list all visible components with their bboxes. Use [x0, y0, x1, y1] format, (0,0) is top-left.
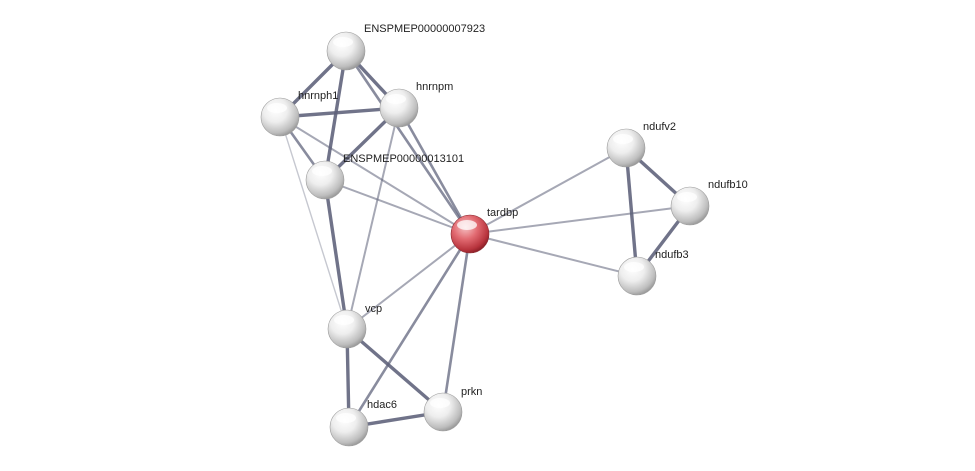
edge-ndufv2-ndufb3[interactable] [624, 146, 639, 278]
node-highlight [312, 166, 332, 176]
node-hnrnph1[interactable]: hnrnph1 [260, 90, 338, 137]
edge-tardbp-ndufb3[interactable] [469, 233, 638, 277]
node-label: hnrnph1 [298, 90, 338, 102]
node-label: tardbp [487, 207, 518, 219]
edge-ENSPMEP00000013101-vcp[interactable] [323, 178, 349, 331]
node-vcp[interactable]: vcp [327, 303, 382, 349]
node-layer: ENSPMEP00000007923 hnrnpm hnrnph1ENSPMEP00… [260, 23, 748, 447]
node-ENSPMEP00000013101[interactable]: ENSPMEP00000013101 [305, 153, 464, 200]
node-highlight [267, 103, 287, 113]
node-label: ENSPMEP00000007923 [364, 23, 485, 35]
node-ndufb10[interactable]: ndufb10 [670, 179, 748, 226]
edge-hnrnph1-vcp[interactable] [279, 116, 348, 330]
edge-tardbp-vcp[interactable] [346, 233, 471, 330]
node-highlight [334, 315, 354, 325]
node-ndufv2[interactable]: ndufv2 [606, 121, 676, 168]
node-ndufb3[interactable]: ndufb3 [617, 249, 689, 296]
edge-ENSPMEP00000007923-tardbp[interactable] [344, 49, 472, 236]
node-hdac6[interactable]: hdac6 [329, 399, 397, 447]
edge-vcp-prkn[interactable] [345, 327, 445, 414]
node-highlight [624, 262, 644, 272]
node-tardbp[interactable]: tardbp [450, 207, 518, 254]
node-highlight [430, 398, 450, 408]
node-highlight [457, 220, 477, 230]
node-label: ENSPMEP00000013101 [343, 153, 464, 165]
edge-ENSPMEP00000013101-tardbp[interactable] [324, 179, 471, 235]
node-highlight [336, 413, 356, 423]
node-prkn[interactable]: prkn [423, 386, 482, 432]
node-ENSPMEP00000007923[interactable]: ENSPMEP00000007923 [326, 23, 485, 71]
edge-ENSPMEP00000007923-ENSPMEP00000013101[interactable] [323, 49, 348, 182]
node-label: ndufb10 [708, 179, 748, 191]
edge-tardbp-ndufb10[interactable] [469, 205, 691, 235]
node-highlight [386, 94, 406, 104]
node-highlight [333, 37, 353, 47]
edge-hnrnpm-vcp[interactable] [346, 107, 400, 330]
node-label: hnrnpm [416, 81, 453, 93]
edge-hnrnph1-tardbp[interactable] [279, 116, 471, 235]
node-highlight [677, 192, 697, 202]
edge-hnrnpm-tardbp[interactable] [397, 106, 472, 236]
node-label: ndufv2 [643, 121, 676, 133]
edge-hnrnph1-hnrnpm[interactable] [278, 106, 401, 119]
node-highlight [613, 134, 633, 144]
node-label: prkn [461, 386, 482, 398]
edge-tardbp-ndufv2[interactable] [469, 147, 627, 235]
edge-tardbp-prkn[interactable] [441, 232, 472, 414]
node-label: hdac6 [367, 399, 397, 411]
node-label: ndufb3 [655, 249, 689, 261]
node-label: vcp [365, 303, 382, 315]
edge-tardbp-hdac6[interactable] [347, 232, 472, 429]
node-hnrnpm[interactable]: hnrnpm [379, 81, 453, 128]
